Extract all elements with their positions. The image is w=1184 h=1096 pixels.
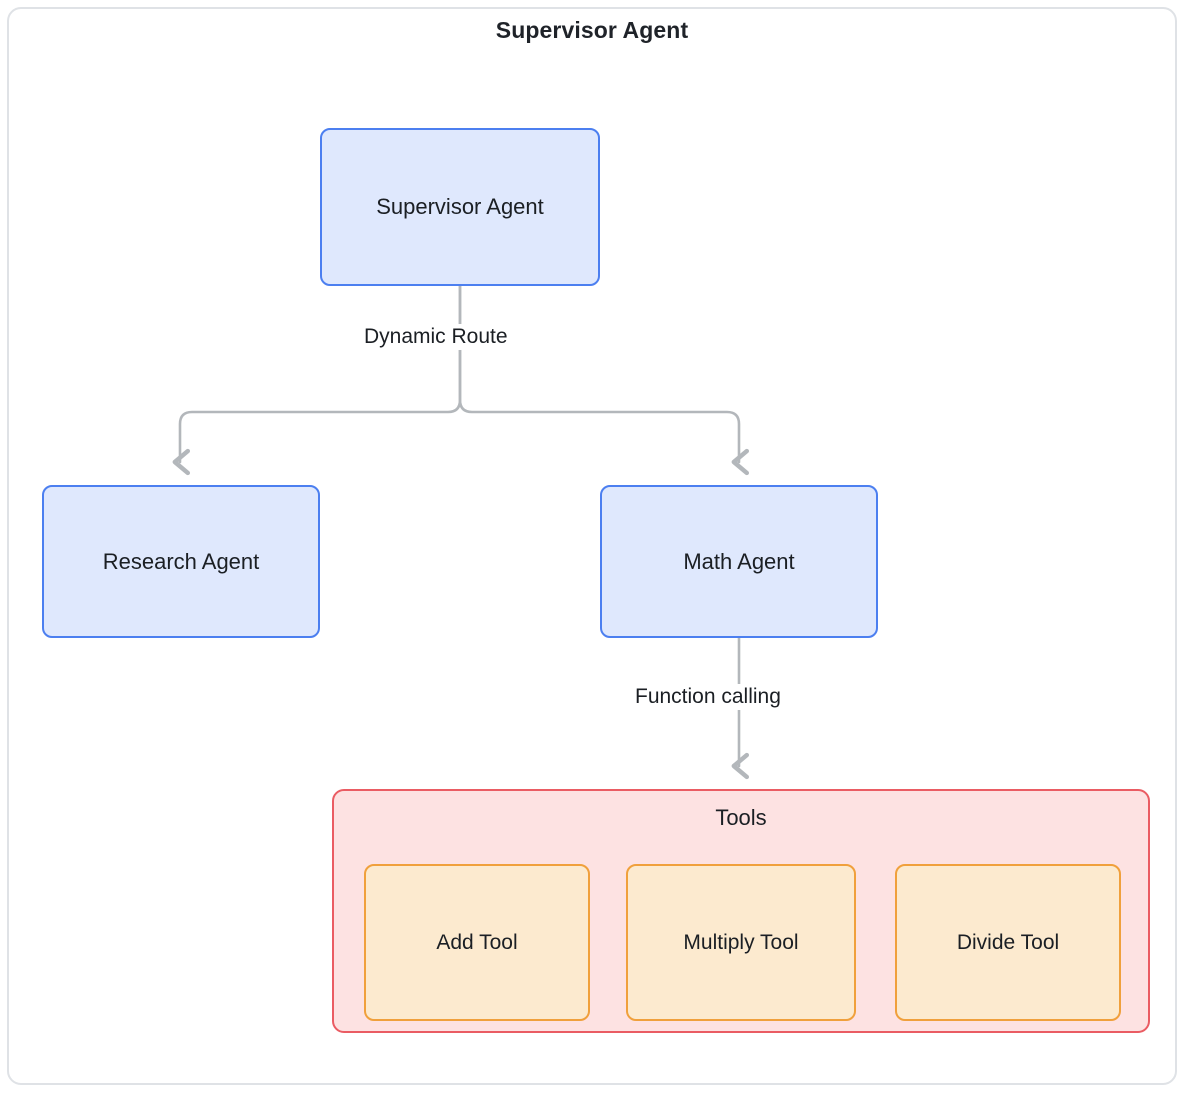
node-multiply-tool[interactable]: Multiply Tool	[626, 864, 856, 1021]
node-math-agent[interactable]: Math Agent	[600, 485, 878, 638]
node-divide-tool-label: Divide Tool	[956, 930, 1060, 954]
edge-label-dynamic-route: Dynamic Route	[358, 324, 514, 350]
node-supervisor-agent[interactable]: Supervisor Agent	[320, 128, 600, 286]
node-research-agent[interactable]: Research Agent	[42, 485, 320, 638]
tools-group: Tools Add Tool Multiply Tool Divide Tool	[332, 789, 1150, 1033]
node-add-tool-label: Add Tool	[436, 930, 518, 954]
edge-label-function-calling: Function calling	[629, 684, 787, 710]
node-supervisor-agent-label: Supervisor Agent	[376, 194, 544, 219]
node-divide-tool[interactable]: Divide Tool	[895, 864, 1121, 1021]
tools-group-label: Tools	[715, 805, 767, 830]
node-add-tool[interactable]: Add Tool	[364, 864, 590, 1021]
diagram-title: Supervisor Agent	[495, 17, 689, 43]
node-multiply-tool-label: Multiply Tool	[683, 930, 799, 954]
node-math-agent-label: Math Agent	[683, 548, 795, 574]
node-research-agent-label: Research Agent	[102, 548, 260, 574]
